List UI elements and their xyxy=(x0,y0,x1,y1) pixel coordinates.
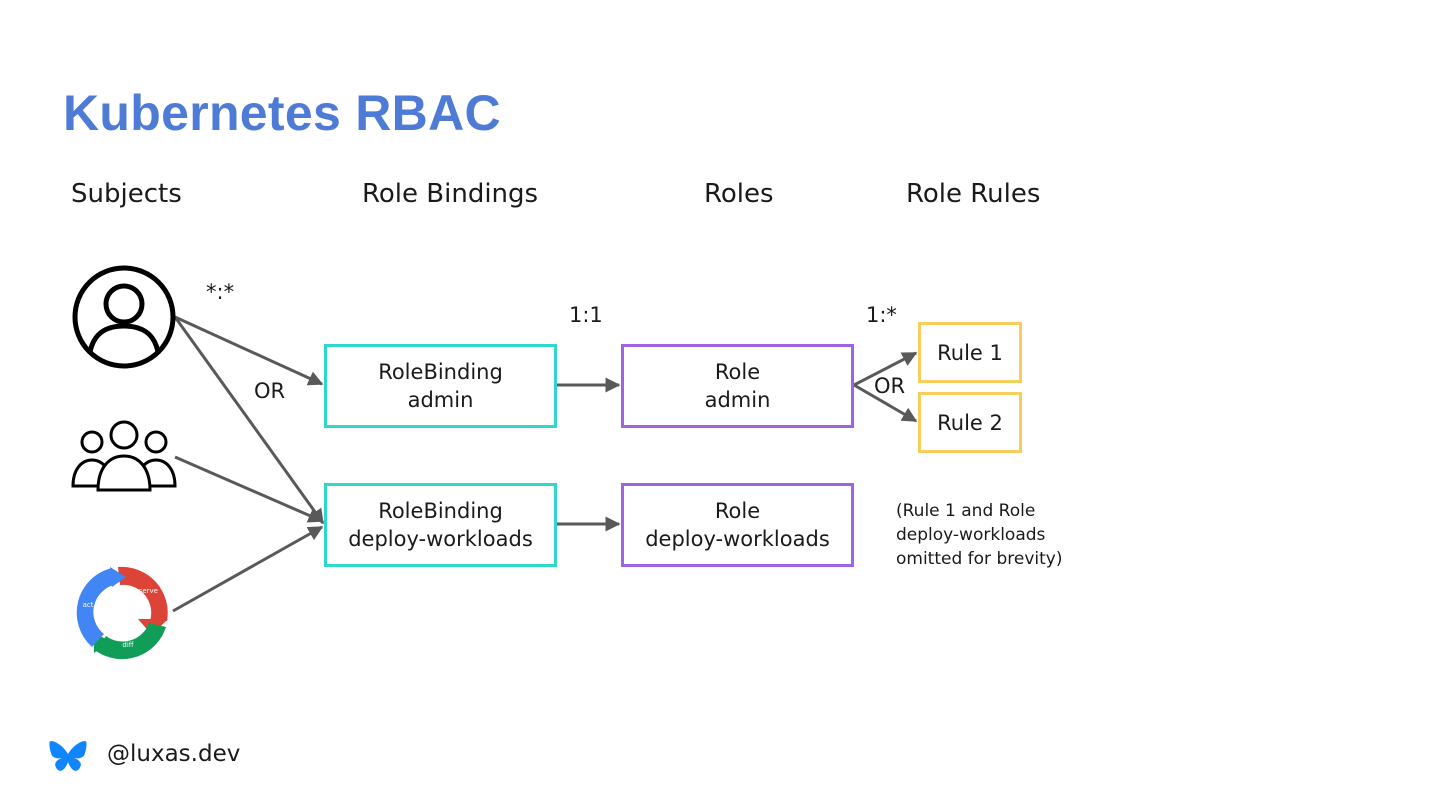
note-line-2: deploy-workloads xyxy=(896,525,1046,545)
rolebinding-admin-kind: RoleBinding xyxy=(378,360,503,384)
loop-label-diff: diff xyxy=(122,641,133,649)
column-header-roles: Roles xyxy=(704,179,774,209)
rolebinding-deploy-workloads-box: RoleBinding deploy-workloads xyxy=(324,483,557,567)
loop-label-act: act xyxy=(83,601,94,609)
rolebinding-deploy-kind: RoleBinding xyxy=(378,499,503,523)
author-handle: @luxas.dev xyxy=(107,741,241,767)
arrow-user-to-binding-admin xyxy=(174,315,324,386)
column-header-subjects: Subjects xyxy=(71,179,182,209)
note-line-3: omitted for brevity) xyxy=(896,549,1063,569)
group-icon xyxy=(71,420,177,492)
rolebinding-admin-name: admin xyxy=(407,388,474,412)
user-icon xyxy=(72,265,176,369)
column-header-role-bindings: Role Bindings xyxy=(362,179,539,209)
role-deploy-workloads-box: Role deploy-workloads xyxy=(621,483,854,567)
rule-1-box: Rule 1 xyxy=(918,322,1022,383)
role-deploy-kind: Role xyxy=(714,499,761,523)
rule-2-label: Rule 2 xyxy=(937,410,1003,435)
role-admin-box: Role admin xyxy=(621,344,854,428)
loop-label-observe: observe xyxy=(130,587,158,595)
rule-2-box: Rule 2 xyxy=(918,392,1022,453)
or-label-subjects: OR xyxy=(254,379,286,403)
role-deploy-name: deploy-workloads xyxy=(645,527,830,551)
role-admin-name: admin xyxy=(704,388,771,412)
column-header-role-rules: Role Rules xyxy=(906,179,1041,209)
arrow-role-to-rule1 xyxy=(853,351,918,387)
role-admin-kind: Role xyxy=(714,360,761,384)
rolebinding-deploy-name: deploy-workloads xyxy=(348,527,533,551)
rule-1-label: Rule 1 xyxy=(937,340,1003,365)
or-label-rules: OR xyxy=(874,374,906,398)
cardinality-subject-binding: *:* xyxy=(206,280,235,304)
arrow-group-to-binding-deploy xyxy=(174,455,324,523)
arrow-user-to-binding-deploy xyxy=(173,316,325,525)
arrow-controller-to-binding-deploy xyxy=(172,525,324,613)
butterfly-icon xyxy=(49,741,87,771)
note-line-1: (Rule 1 and Role xyxy=(896,501,1036,521)
cardinality-binding-role: 1:1 xyxy=(569,303,603,327)
rolebinding-admin-box: RoleBinding admin xyxy=(324,344,557,428)
arrow-role-to-rule2 xyxy=(853,383,918,423)
reconcile-loop-icon: observe diff act xyxy=(76,566,168,660)
omitted-note: (Rule 1 and Role deploy-workloads omitte… xyxy=(896,499,1062,571)
cardinality-role-rule: 1:* xyxy=(866,303,897,327)
page-title: Kubernetes RBAC xyxy=(63,85,501,141)
